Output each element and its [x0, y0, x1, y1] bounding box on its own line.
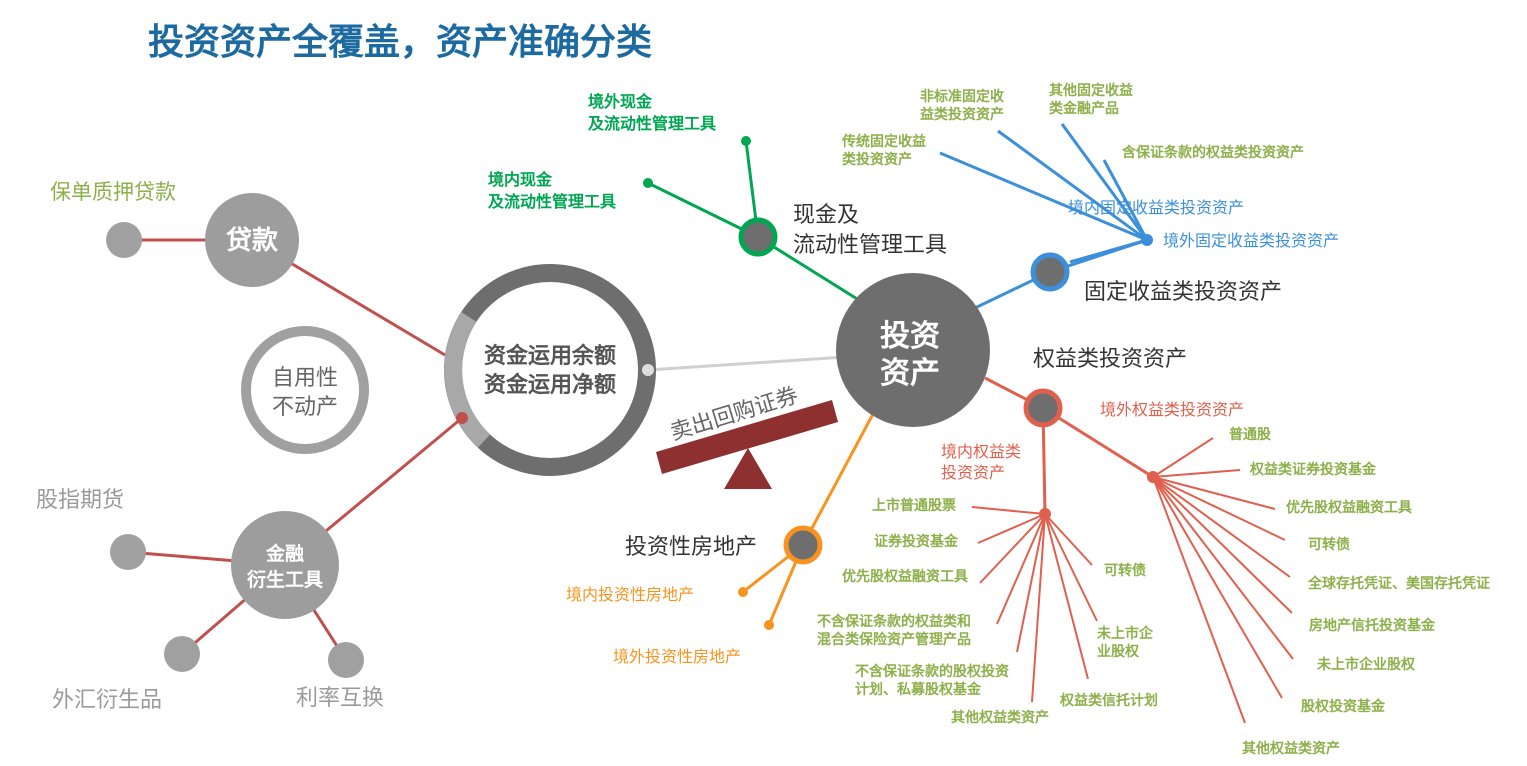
cash-node — [738, 217, 778, 257]
cash-label-2: 流动性管理工具 — [793, 233, 947, 258]
equity-domestic-child: 不含保证条款的权益类和 — [817, 613, 971, 630]
fixed-label: 固定收益类投资资产 — [1084, 280, 1282, 305]
loan-node — [205, 193, 299, 287]
cash-overseas-dot — [741, 136, 751, 146]
investment-node — [836, 273, 990, 427]
equity-label: 权益类投资资产 — [1033, 347, 1187, 372]
center-investment-link — [647, 355, 846, 372]
derivative-label: 股指期货 — [36, 488, 124, 513]
equity-overseas-hub — [1147, 471, 1159, 483]
equity-domestic-hub — [1039, 508, 1051, 520]
real-estate-links — [742, 413, 875, 626]
derivative-label: 外汇衍生品 — [52, 688, 162, 713]
derivative-child-node — [328, 642, 364, 678]
center-ring: 资金运用余额 资金运用净额 — [444, 264, 656, 476]
real-estate-overseas-dot — [764, 620, 774, 630]
equity-domestic-child: 业股权 — [1097, 643, 1140, 660]
equity-domestic-child: 可转债 — [1104, 562, 1146, 579]
equity-domestic-spokes — [971, 506, 1098, 703]
loan-label: 贷款 — [226, 225, 279, 256]
derivative-child-node — [110, 534, 146, 570]
derivatives-label-2: 衍生工具 — [246, 568, 323, 591]
equity-overseas-spokes — [1152, 437, 1294, 724]
real-estate-overseas-label: 境外投资性房地产 — [613, 647, 741, 666]
fixed-hub — [1141, 234, 1153, 246]
fixed-child-label: 益类投资资产 — [920, 106, 1004, 123]
fixed-child-label: 非标准固定收 — [920, 88, 1005, 105]
derivatives-node — [231, 511, 339, 619]
equity-overseas-child: 房地产信托投资基金 — [1309, 617, 1436, 634]
cash-domestic-label: 境内现金 — [488, 170, 553, 189]
equity-domestic-child: 计划、私募股权基金 — [855, 681, 982, 698]
real-estate-label: 投资性房地产 — [625, 535, 757, 560]
fixed-node — [1030, 252, 1070, 292]
center-label-2: 资金运用净额 — [484, 372, 616, 398]
equity-overseas-child: 可转债 — [1308, 536, 1350, 553]
equity-domestic-child: 上市普通股票 — [872, 497, 956, 514]
derivative-label: 利率互换 — [296, 686, 384, 711]
equity-domestic-child: 不含保证条款的股权投资 — [855, 663, 1009, 680]
cash-domestic-label: 及流动性管理工具 — [488, 192, 616, 211]
fixed-child-label: 其他固定收益 — [1049, 82, 1133, 99]
center-label-1: 资金运用余额 — [484, 343, 616, 369]
real-estate-node — [783, 525, 823, 565]
page-title: 投资资产全覆盖，资产准确分类 — [148, 21, 652, 63]
derivatives-label-1: 金融 — [265, 542, 304, 565]
fixed-child-label: 含保证条款的权益类投资资产 — [1122, 144, 1304, 161]
derivative-child-node — [164, 636, 200, 672]
equity-domestic-label: 投资资产 — [941, 463, 1005, 482]
equity-overseas-child: 股权投资基金 — [1301, 698, 1386, 715]
fixed-child-label: 传统固定收益 — [841, 133, 926, 150]
cash-label-1: 现金及 — [793, 203, 859, 228]
equity-domestic-label: 境内权益类 — [941, 442, 1021, 461]
equity-domestic-child: 优先股权益融资工具 — [842, 568, 968, 585]
fixed-domestic-label: 境内固定收益类投资资产 — [1068, 198, 1244, 217]
equity-overseas-child: 优先股权益融资工具 — [1286, 499, 1412, 516]
self-use-node — [241, 326, 369, 454]
equity-overseas-child: 普通股 — [1229, 426, 1272, 443]
equity-node — [1023, 388, 1063, 428]
fixed-child-label: 类投资资产 — [842, 151, 912, 168]
cash-overseas-label: 及流动性管理工具 — [588, 114, 716, 133]
real-estate-domestic-label: 境内投资性房地产 — [566, 585, 694, 604]
fixed-overseas-label: 境外固定收益类投资资产 — [1163, 231, 1339, 250]
investment-label-2: 资产 — [880, 356, 940, 391]
investment-label-1: 投资 — [880, 319, 940, 354]
equity-domestic-child: 证券投资基金 — [874, 533, 959, 550]
self-use-label-2: 不动产 — [272, 395, 338, 420]
cash-overseas-label: 境外现金 — [588, 92, 653, 111]
equity-overseas-label: 境外权益类投资资产 — [1100, 400, 1244, 419]
equity-overseas-child: 其他权益类资产 — [1242, 740, 1340, 757]
repo-seesaw: 卖出回购证券 — [656, 383, 838, 489]
fixed-child-label: 类金融产品 — [1049, 100, 1119, 117]
real-estate-domestic-dot — [738, 587, 748, 597]
equity-overseas-child: 全球存托凭证、美国存托凭证 — [1307, 575, 1490, 592]
equity-domestic-children: 上市普通股票 证券投资基金 优先股权益融资工具 不含保证条款的权益类和 混合类保… — [817, 497, 1158, 726]
self-use-label-1: 自用性 — [272, 366, 338, 391]
equity-overseas-children: 普通股 权益类证券投资基金 优先股权益融资工具 可转债 全球存托凭证、美国存托凭… — [1229, 426, 1490, 757]
equity-domestic-child: 混合类保险资产管理产品 — [817, 631, 971, 648]
loan-child-node — [106, 222, 142, 258]
equity-domestic-child: 其他权益类资产 — [951, 709, 1049, 726]
equity-overseas-child: 权益类证券投资基金 — [1249, 461, 1377, 478]
cash-domestic-dot — [643, 178, 653, 188]
equity-domestic-child: 未上市企 — [1097, 625, 1154, 642]
loan-child-label: 保单质押贷款 — [50, 180, 176, 204]
equity-domestic-child: 权益类信托计划 — [1059, 692, 1158, 709]
equity-overseas-child: 未上市企业股权 — [1317, 656, 1416, 673]
